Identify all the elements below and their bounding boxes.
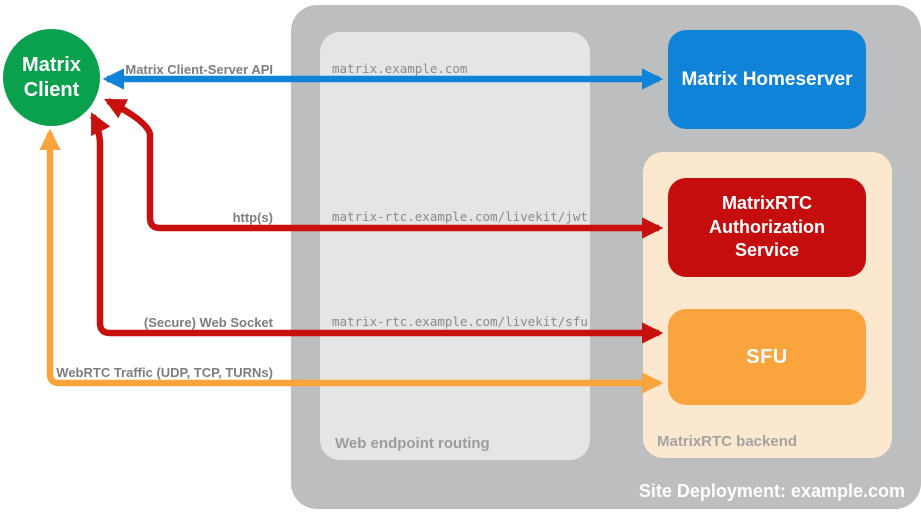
matrix-homeserver-label: Matrix Homeserver — [681, 68, 853, 90]
matrix-client-label: Matrix Client — [22, 53, 81, 101]
https-arrow-label: http(s) — [232, 210, 273, 225]
endpoint-livekit-jwt: matrix-rtc.example.com/livekit/jwt — [332, 209, 588, 224]
sfu-node: SFU — [668, 309, 866, 405]
websocket-arrow-label: (Secure) Web Socket — [143, 315, 273, 330]
sfu-label: SFU — [746, 345, 788, 368]
web-endpoint-routing-box — [320, 32, 590, 460]
matrix-homeserver-node: Matrix Homeserver — [668, 30, 866, 129]
webrtc-traffic-arrow-label: WebRTC Traffic (UDP, TCP, TURNs) — [56, 365, 273, 380]
matrixrtc-authorization-service-label: MatrixRTC Authorization Service — [709, 193, 825, 261]
matrixrtc-backend-caption: MatrixRTC backend — [657, 433, 798, 450]
endpoint-livekit-sfu: matrix-rtc.example.com/livekit/sfu — [332, 314, 588, 329]
web-endpoint-routing-caption: Web endpoint routing — [335, 435, 490, 452]
endpoint-matrix-example-com: matrix.example.com — [332, 61, 468, 76]
matrix-client-node: Matrix Client — [3, 29, 100, 126]
matrixrtc-authorization-service-node: MatrixRTC Authorization Service — [668, 178, 866, 277]
client-server-api-arrow-label: Matrix Client-Server API — [125, 62, 273, 77]
site-deployment-caption: Site Deployment: example.com — [638, 481, 905, 501]
